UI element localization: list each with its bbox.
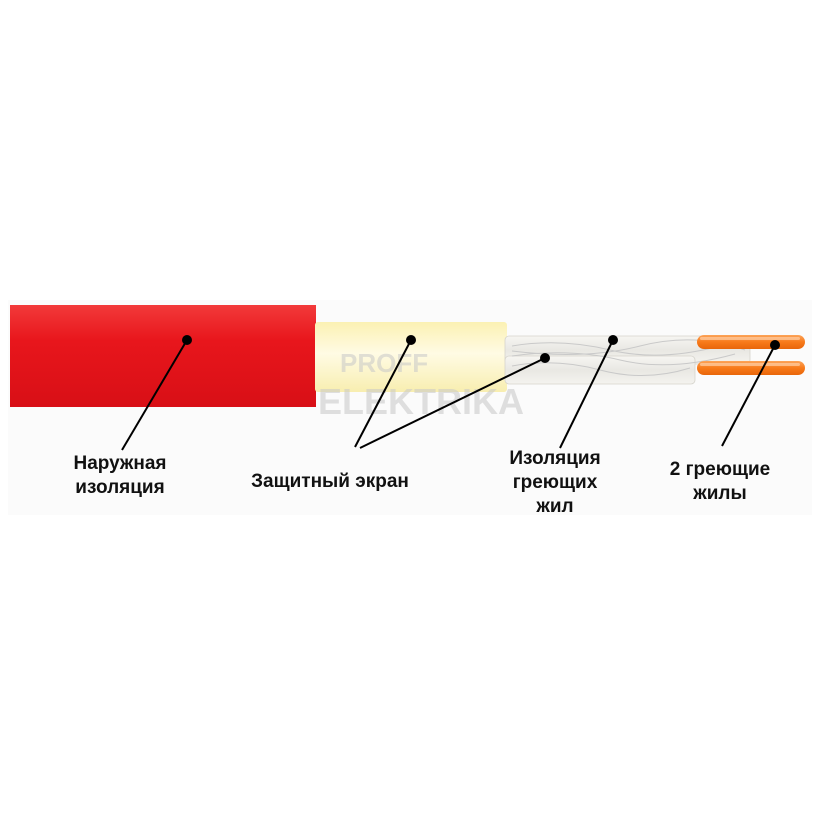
watermark: PROFF ELEKTRIKA	[318, 348, 524, 422]
label-shield: Защитный экран	[225, 470, 435, 494]
dot-wire-braid	[540, 353, 550, 363]
label-core-insulation-line1: Изоляция	[509, 448, 601, 469]
label-outer-insulation-line1: Наружная	[73, 453, 167, 474]
label-heating-cores: 2 греющие жилы	[640, 458, 800, 506]
dot-core-insulation	[608, 335, 618, 345]
leader-outer-insulation	[121, 339, 188, 451]
heating-core-lower-highlight	[700, 363, 800, 366]
label-core-insulation-line2: греющих	[512, 472, 598, 493]
dot-outer-insulation	[182, 335, 192, 345]
label-core-insulation-line3: жил	[536, 496, 574, 517]
label-heating-cores-line1: 2 греющие	[669, 459, 771, 480]
leader-shield-b	[359, 357, 546, 449]
dot-shield	[406, 335, 416, 345]
heating-core-upper-highlight	[700, 337, 800, 340]
label-outer-insulation-line2: изоляция	[75, 477, 165, 498]
dot-heating-cores	[770, 340, 780, 350]
label-core-insulation: Изоляция греющих жил	[480, 447, 630, 519]
protective-shield	[315, 322, 507, 392]
leader-heating-cores	[721, 344, 776, 447]
watermark-line2: ELEKTRIKA	[318, 381, 524, 422]
leader-lines	[121, 339, 776, 451]
outer-insulation	[10, 305, 316, 407]
label-heating-cores-line2: жилы	[693, 483, 747, 504]
label-shield-line1: Защитный экран	[251, 471, 409, 492]
leader-dots	[182, 335, 780, 363]
label-outer-insulation: Наружная изоляция	[40, 452, 200, 500]
leader-shield-a	[354, 339, 412, 448]
watermark-line1: PROFF	[340, 348, 428, 378]
leader-core-insulation	[559, 339, 614, 449]
